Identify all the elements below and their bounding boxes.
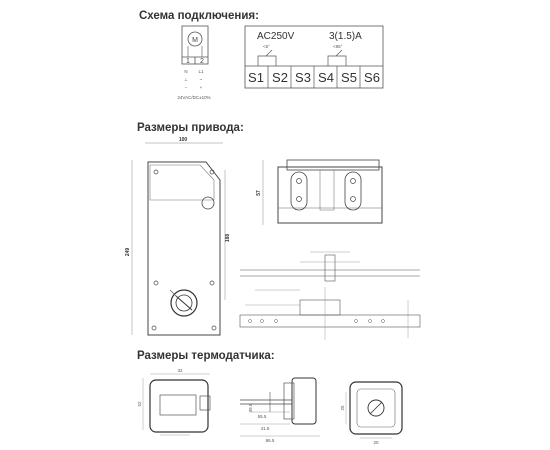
sensor-dimensions-heading: Размеры термодатчика: (137, 350, 275, 362)
sensor-dim-d: 39.5 (248, 403, 253, 412)
pin-2-sign: ~ (200, 77, 203, 82)
sensor-dim-a: 55.5 (258, 414, 267, 419)
actuator-front-view: 100 249 188 (125, 137, 231, 336)
wiring-heading: Схема подключения: (139, 10, 259, 22)
switch-2-symbol (327, 49, 347, 66)
supply-label: 24VAC/DC±10% (177, 95, 210, 100)
sensor-left-dimension: 52 (137, 401, 142, 407)
angle-high: <85° (333, 44, 343, 49)
pin-2: 2 (200, 58, 204, 65)
motor-icon (187, 31, 203, 47)
side-dimension: 57 (256, 190, 262, 196)
rating-current: 3(1.5)A (329, 31, 362, 42)
terminal-s3: S3 (295, 70, 311, 85)
terminal-s1: S1 (248, 70, 264, 85)
pin-2-dc: + (200, 85, 203, 90)
angle-low: <5° (263, 44, 270, 49)
pin-1-dc: − (185, 85, 188, 90)
pin-1-sign: ⊥ (184, 77, 188, 82)
terminal-s5: S5 (341, 70, 357, 85)
height-dimension: 249 (125, 248, 131, 257)
rating-voltage: AC250V (257, 31, 295, 42)
pin-2-label: L1 (198, 69, 204, 74)
sensor-side-view: 55.5 41.5 86.5 39.5 (240, 377, 320, 443)
pin-1: 1 (186, 58, 190, 65)
motor-wiring-diagram: M 1 2 N L1 ⊥ ~ − + 24VAC/DC±10% (177, 25, 211, 100)
aux-switch-block: AC250V 3(1.5)A <5° <85° S1 S2 S3 S4 S5 S… (244, 25, 384, 89)
terminal-s2: S2 (272, 70, 288, 85)
terminal-s6: S6 (364, 70, 380, 85)
actuator-dimensions-heading: Размеры привода: (137, 122, 244, 134)
sensor-front-view: 32 52 (137, 368, 211, 436)
inner-height-dimension: 188 (225, 234, 231, 243)
switch-1-symbol (257, 49, 277, 66)
sensor-dim-e: 25 (340, 405, 345, 411)
sensor-top-view: 25 20 (340, 381, 403, 445)
sensor-dim-f: 20 (373, 440, 379, 445)
bracket-drawing (239, 251, 421, 340)
terminal-s4: S4 (318, 70, 334, 85)
motor-symbol: M (192, 37, 198, 44)
sensor-dim-b: 86.5 (266, 438, 275, 443)
sensor-dim-c: 41.5 (261, 426, 270, 431)
width-dimension: 100 (179, 137, 188, 143)
actuator-side-view: 57 (256, 159, 383, 225)
sensor-top-dimension: 32 (177, 368, 183, 373)
pin-1-label: N (184, 69, 187, 74)
